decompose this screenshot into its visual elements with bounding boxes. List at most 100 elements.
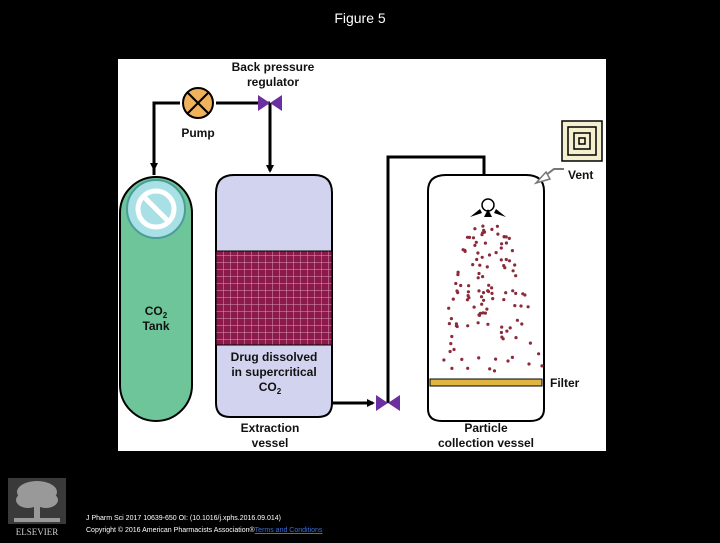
particle-dot (473, 243, 477, 247)
particle-dot (450, 334, 454, 339)
particle-dot (491, 297, 495, 301)
particle-dot (481, 291, 486, 295)
particle-dot (455, 324, 459, 329)
particle-dot (504, 257, 508, 262)
particle-dot (500, 242, 504, 246)
figure-panel: Pump Back pressure regulator CO2 Tank Dr… (118, 59, 606, 451)
particle-dot (482, 228, 486, 232)
particle-dot (528, 341, 532, 345)
particle-dot (471, 236, 476, 240)
particle-dot (507, 236, 511, 240)
particle-dot (454, 322, 458, 326)
drug-label-2: in supercritical (231, 365, 316, 379)
particle-dot (514, 291, 518, 295)
co2-label: CO (145, 304, 163, 318)
particle-dot (447, 306, 451, 310)
particles (442, 224, 544, 373)
back-pressure-label-1: Back pressure (232, 60, 315, 74)
particle-dot (492, 369, 497, 373)
particle-dot (442, 358, 446, 362)
back-pressure-valve-icon (258, 95, 282, 111)
citation-line: J Pharm Sci 2017 10639-650 OI: (10.1016/… (86, 515, 281, 522)
particle-dot (520, 322, 524, 326)
particle-dot (488, 367, 492, 371)
particle-dot (487, 283, 491, 287)
particle-dot (451, 297, 455, 301)
particle-dot (513, 263, 517, 267)
terms-link[interactable]: Terms and Conditions (254, 527, 323, 534)
particle-dot (502, 235, 506, 239)
particle-dot (476, 321, 480, 325)
particle-dot (466, 324, 470, 328)
particle-dot (505, 329, 509, 333)
copyright-text: Copyright © 2016 American Pharmacists As… (86, 527, 255, 534)
particle-label-1: Particle (464, 421, 508, 435)
spray-nozzle-icon (470, 198, 506, 217)
particle-dot (477, 289, 481, 293)
slide-title: Figure 5 (334, 10, 386, 26)
back-pressure-label-2: regulator (247, 75, 299, 89)
extraction-label-1: Extraction (241, 421, 300, 435)
particle-dot (510, 249, 514, 253)
pump-to-tank-pipe (152, 101, 180, 175)
particle-dot (449, 342, 453, 346)
particle-dot (476, 251, 480, 255)
svg-text:ELSEVIER: ELSEVIER (16, 527, 59, 537)
particle-dot (495, 224, 499, 228)
particle-dot (496, 232, 500, 236)
particle-dot (480, 255, 484, 259)
particle-dot (540, 364, 544, 368)
particle-dot (472, 305, 476, 309)
particle-dot (466, 290, 470, 294)
extraction-vessel (215, 174, 333, 418)
extraction-label-2: vessel (252, 436, 289, 450)
filter-label: Filter (550, 376, 580, 390)
particle-dot (479, 295, 484, 299)
particle-dot (449, 317, 453, 321)
particle-dot (507, 259, 512, 263)
particle-dot (523, 293, 527, 297)
vent-icon (561, 120, 603, 162)
particle-dot (461, 248, 465, 252)
particle-dot (537, 352, 541, 356)
particle-dot (477, 356, 481, 360)
particle-dot (506, 359, 510, 363)
process-diagram: Pump Back pressure regulator CO2 Tank Dr… (119, 60, 603, 450)
particle-dot (513, 304, 517, 308)
particle-dot (467, 284, 471, 288)
particle-dot (526, 305, 530, 309)
svg-text:CO2: CO2 (145, 304, 168, 320)
particle-dot (467, 296, 471, 300)
particle-dot (483, 241, 487, 245)
particle-dot (511, 269, 515, 273)
particle-dot (500, 335, 504, 339)
particle-dot (471, 263, 475, 267)
particle-dot (474, 240, 478, 244)
tank-label: Tank (142, 319, 169, 333)
particle-dot (448, 349, 452, 354)
particle-dot (477, 313, 481, 317)
particle-dot (455, 289, 459, 293)
particle-label-2: collection vessel (438, 436, 534, 450)
drug-label-1: Drug dissolved (231, 350, 318, 364)
particle-dot (485, 265, 489, 269)
particle-dot (477, 271, 481, 276)
svg-text:CO2: CO2 (259, 380, 282, 396)
particle-dot (459, 283, 463, 288)
citation: J Pharm Sci 2017 10639-650 OI: (10.1016/… (86, 513, 322, 537)
particle-dot (481, 231, 485, 235)
filter-bar (429, 378, 543, 387)
particle-dot (502, 264, 506, 268)
particle-dot (483, 311, 487, 315)
particle-dot (499, 258, 503, 262)
particle-dot (487, 253, 492, 257)
particle-dot (466, 366, 470, 370)
particle-dot (480, 302, 484, 306)
particle-dot (460, 357, 464, 361)
particle-dot (527, 362, 531, 366)
particle-dot (514, 274, 518, 278)
particle-dot (486, 322, 490, 326)
particle-dot (481, 311, 485, 315)
particle-dot (475, 257, 479, 262)
particle-dot (481, 224, 485, 228)
